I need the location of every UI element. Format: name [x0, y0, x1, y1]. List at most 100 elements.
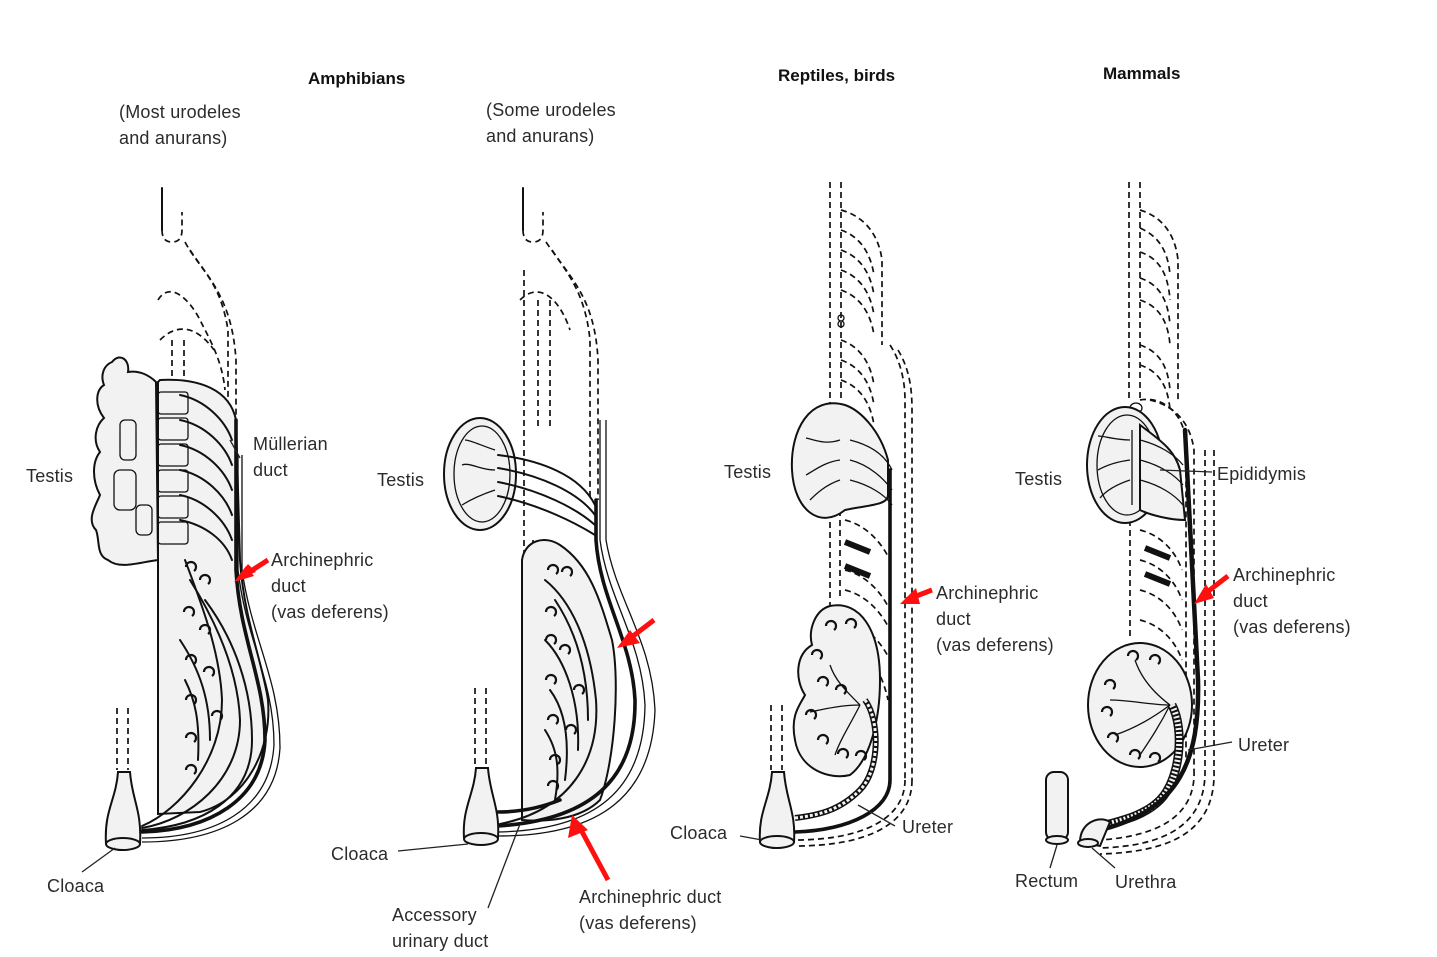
nephron-hooks: [804, 617, 868, 761]
subtitle-some-urodeles: (Some urodeles and anurans): [486, 97, 616, 149]
red-arrow-icon: [617, 630, 640, 648]
label-line: Archinephric: [1233, 565, 1336, 585]
cloaca-opening: [105, 837, 141, 851]
testis-branches: [461, 439, 496, 506]
duct-dashed: [551, 249, 599, 500]
label-rectum: Rectum: [1015, 871, 1079, 891]
archinephric-duct: [140, 418, 267, 834]
cloaca-opening: [463, 832, 499, 846]
label-archinephric-duct: Archinephric duct (vas deferens): [1233, 562, 1351, 640]
testis-shape: [443, 417, 517, 531]
label-line: (vas deferens): [271, 602, 389, 622]
vertebral-dashed-line: [1128, 182, 1141, 400]
leader-cloaca: [81, 847, 116, 873]
duct-dashed: [157, 291, 226, 391]
duct-dashed: [519, 291, 571, 331]
label-line: duct: [936, 609, 971, 629]
panel-amphibians-most: [81, 187, 281, 873]
label-archinephric-duct: Archinephric duct (vas deferens): [936, 580, 1054, 658]
label-testis: Testis: [26, 466, 74, 486]
cloaca-dashed: [474, 688, 487, 766]
nephron-hooks: [1100, 649, 1162, 763]
degenerate-tubules: [1139, 209, 1195, 770]
duct-dashed: [537, 300, 551, 430]
duct-thin: [141, 455, 281, 843]
testis-shape: [90, 356, 160, 566]
red-arrow-icon: [1194, 584, 1214, 604]
kidney-metanephros: [792, 604, 882, 778]
label-testis: Testis: [377, 470, 425, 490]
label-line: urinary duct: [392, 931, 489, 951]
label-cloaca: Cloaca: [47, 876, 105, 896]
dark-segment-marks: [843, 539, 872, 579]
leader-cloaca: [739, 835, 763, 841]
label-testis: Testis: [724, 462, 772, 482]
leader-mullerian: [229, 439, 241, 459]
testis-inner: [453, 425, 511, 523]
red-arrow-shaft: [577, 826, 611, 882]
leader-epididymis: [1159, 469, 1213, 473]
title-amphibians: Amphibians: [308, 69, 406, 88]
duct-dashed: [794, 779, 913, 847]
label-archinephric-duct: Archinephric duct (vas deferens): [579, 884, 721, 936]
duct-dashed: [1099, 450, 1215, 855]
urethra-opening: [1077, 838, 1099, 848]
label-epididymis: Epididymis: [1217, 464, 1307, 484]
degenerate-tubules: [840, 209, 913, 780]
accessory-urinary-duct: [496, 798, 562, 814]
duct-loop: [161, 212, 183, 243]
cloaca-dashed: [116, 708, 129, 770]
label-line: duct: [253, 460, 288, 480]
segment-blocks: [113, 391, 189, 545]
leader-rectum: [1049, 844, 1058, 869]
duct-dashed: [159, 328, 215, 351]
ureter-beads: [794, 699, 878, 820]
red-arrow-head: [234, 566, 254, 582]
label-cloaca: Cloaca: [331, 844, 389, 864]
label-accessory-urinary-duct: Accessory urinary duct: [392, 902, 488, 954]
epididymis-shape: [1139, 423, 1187, 522]
label-line: duct: [271, 576, 306, 596]
panel-mammals: [1045, 182, 1233, 869]
label-ureter: Ureter: [1238, 735, 1290, 755]
label-line: Archinephric: [936, 583, 1039, 603]
title-mammals: Mammals: [1103, 64, 1181, 83]
label-ureter: Ureter: [902, 817, 954, 837]
label-mullerian-duct: Müllerian duct: [253, 431, 328, 483]
label-line: Archinephric duct: [579, 887, 722, 907]
label-line: Archinephric: [271, 550, 374, 570]
rectum-opening: [1045, 835, 1069, 845]
subtitle-line: (Some urodeles: [486, 100, 616, 120]
label-archinephric-duct: Archinephric duct (vas deferens): [271, 547, 389, 625]
archinephric-duct: [1097, 427, 1201, 833]
rectum-shape: [1045, 771, 1069, 841]
kidney-branches: [1109, 659, 1171, 756]
red-arrow-icon: [568, 815, 588, 838]
duct-dashed: [1099, 450, 1206, 849]
duct-dashed: [545, 241, 591, 500]
duct-dashed: [189, 249, 237, 470]
label-line: Accessory: [392, 905, 477, 925]
subtitle-line: and anurans): [119, 128, 228, 148]
subtitle-most-urodeles: (Most urodeles and anurans): [119, 99, 241, 151]
kidney-metanephros: [1087, 642, 1193, 768]
label-line: (vas deferens): [936, 635, 1054, 655]
archinephric-duct: [496, 498, 637, 828]
efferent-ducts: [497, 454, 596, 536]
label-line: Müllerian: [253, 434, 328, 454]
panel-reptiles-birds: [739, 182, 933, 849]
duct-dashed: [1099, 769, 1195, 841]
leader-ureter: [857, 804, 896, 827]
leader-urethra: [1091, 847, 1116, 869]
dark-segment-marks: [1143, 545, 1172, 587]
duct-loop: [522, 212, 544, 243]
leader-cloaca: [397, 843, 469, 852]
cloaca-dashed: [770, 705, 783, 770]
label-testis: Testis: [1015, 469, 1063, 489]
small-ring: [837, 320, 845, 328]
cloaca-opening: [759, 835, 795, 849]
label-line: (vas deferens): [579, 913, 697, 933]
mullerian-duct: [141, 455, 275, 839]
label-urethra: Urethra: [1115, 872, 1177, 892]
